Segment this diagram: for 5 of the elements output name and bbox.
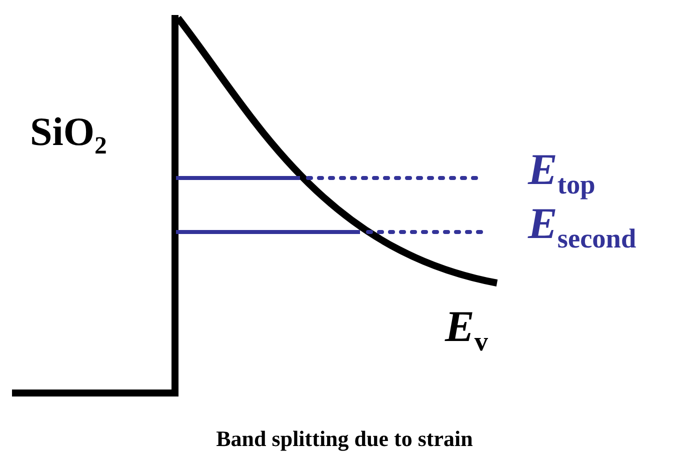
material-label: SiO$_{2}$ bbox=[30, 112, 107, 160]
energy-level-label: E$_{second}$ bbox=[528, 202, 636, 253]
energy-level-label: E$_{top}$ bbox=[528, 148, 596, 199]
band-edge-label: E$_{v}$ bbox=[445, 305, 488, 356]
caption-text: Band splitting due to strain bbox=[216, 426, 473, 451]
